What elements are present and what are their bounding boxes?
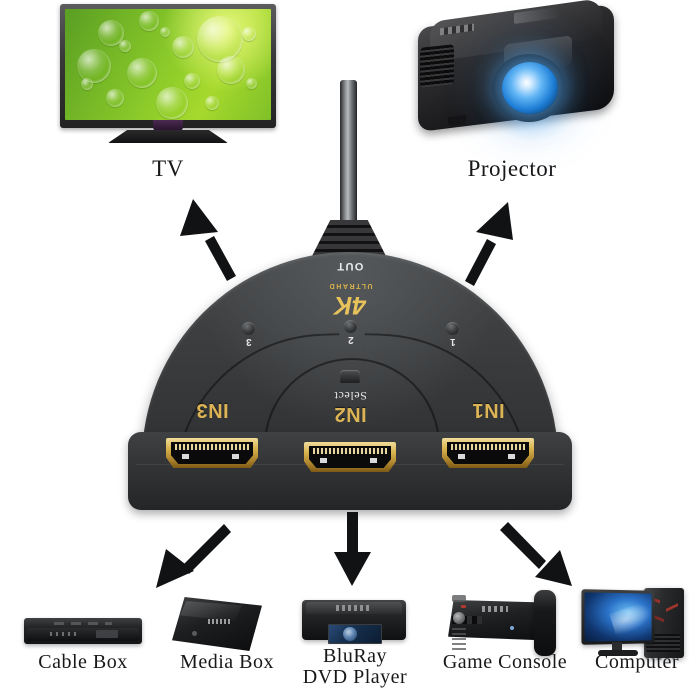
tv-bezel [60,4,276,128]
tv-label: TV [152,156,184,181]
hdmi-port-in3[interactable] [166,438,258,468]
projector-icon [396,0,628,156]
hdmi-output-cable [340,80,357,232]
arrow-to-bluray [334,512,371,586]
select-button[interactable] [340,370,360,383]
bluray-player-label: BluRay DVD Player [302,645,408,689]
arrow-to-cable-box [156,524,231,588]
bluray-player-icon [302,600,406,644]
projector-label: Projector [467,156,557,181]
cable-box-label: Cable Box [38,651,128,673]
computer-label: Computer [595,651,679,673]
media-box-icon [172,597,262,651]
led-indicator-3 [242,322,255,335]
led-indicator-1 [446,322,459,335]
arrow-to-computer [500,522,572,586]
hdmi-switch[interactable]: OUT ULTRAHD 4K 3 2 1 Select IN3 IN2 IN1 [118,80,582,516]
game-console-label: Game Console [442,651,568,673]
television-icon [60,4,276,154]
game-console-icon [448,590,558,656]
tv-stand [108,130,228,143]
arrow-to-projector [465,202,513,286]
projector-lens [502,62,558,114]
computer-icon [581,588,686,658]
hdmi-port-in1[interactable] [442,438,534,468]
cable-box-icon [24,618,142,648]
media-box-label: Media Box [180,651,274,673]
arrow-to-tv [180,199,236,281]
tv-screen [65,9,271,120]
hdmi-port-in2[interactable] [304,442,396,472]
tv-neck [153,120,183,132]
led-indicator-2 [344,320,357,333]
